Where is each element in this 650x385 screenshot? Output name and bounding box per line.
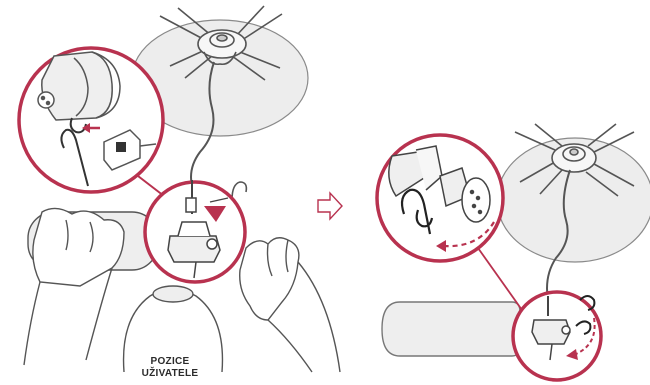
right-hand (239, 237, 341, 373)
burner-head-right (514, 123, 635, 197)
zoom-detail-circle-large (375, 133, 505, 263)
right-step-illustration (375, 123, 650, 382)
zoom-detail-circle-top (17, 46, 165, 194)
zoom-detail-circle-small (511, 290, 603, 382)
left-step-illustration (17, 5, 341, 373)
fuel-canister (381, 301, 521, 357)
zoom-detail-circle-valve (143, 180, 247, 284)
caption-line-1: POZICE (150, 356, 190, 367)
zoom-connector-left (137, 175, 165, 197)
caption-line-2: UŽIVATELE (141, 368, 199, 379)
fuel-hose-right (546, 169, 571, 301)
spare-hook-left (231, 181, 248, 201)
dashed-arrow-small (575, 317, 596, 355)
user-position-caption: POZICE UŽIVATELE (118, 356, 222, 380)
arrow-indicator-valve (204, 206, 226, 222)
fuel-hose-left (190, 61, 215, 187)
zoom-connector-right (477, 247, 523, 311)
user-head (122, 285, 224, 373)
right-arrow-outline-icon (317, 191, 343, 221)
burner-head-left (159, 5, 283, 81)
dashed-arrow-large (443, 221, 495, 248)
left-hand (23, 207, 159, 366)
